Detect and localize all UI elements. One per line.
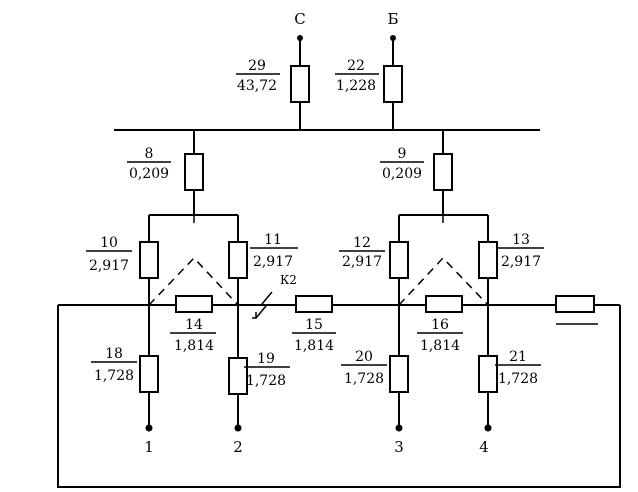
label-9: 9 0,209 xyxy=(380,146,424,182)
label-29: 29 43,72 xyxy=(236,58,280,94)
outer-loop xyxy=(57,305,621,488)
resistor-22 xyxy=(383,65,403,103)
svg-text:1,728: 1,728 xyxy=(246,373,286,389)
svg-text:13: 13 xyxy=(512,232,530,248)
svg-text:1,814: 1,814 xyxy=(294,338,334,354)
svg-text:11: 11 xyxy=(264,232,282,248)
label-22: 22 1,228 xyxy=(335,58,379,94)
label-12: 12 2,917 xyxy=(339,235,385,270)
svg-text:18: 18 xyxy=(105,346,123,362)
node-3-terminal xyxy=(395,424,403,432)
label-18: 18 1,728 xyxy=(91,346,137,384)
svg-text:1,814: 1,814 xyxy=(420,338,460,354)
svg-text:16: 16 xyxy=(431,317,449,333)
resistor-8 xyxy=(184,153,204,191)
label-11: 11 2,917 xyxy=(250,232,298,270)
resistor-15 xyxy=(295,295,333,313)
label-19: 19 1,728 xyxy=(244,351,290,389)
svg-text:12: 12 xyxy=(353,235,371,251)
label-13: 13 2,917 xyxy=(498,232,544,270)
svg-text:0,209: 0,209 xyxy=(382,166,422,182)
label-15: 15 1,814 xyxy=(292,317,336,354)
svg-text:20: 20 xyxy=(355,349,373,365)
resistor-11 xyxy=(228,241,248,279)
label-14: 14 1,814 xyxy=(170,317,216,354)
resistor-13 xyxy=(478,241,498,279)
svg-text:21: 21 xyxy=(509,349,527,365)
resistor-19 xyxy=(228,357,248,395)
node-4-label: 4 xyxy=(479,438,489,456)
svg-text:22: 22 xyxy=(347,58,365,74)
fault-k2-arrowhead xyxy=(252,312,257,319)
left-triangle-dash xyxy=(148,256,239,306)
node-2-terminal xyxy=(234,424,242,432)
svg-text:2,917: 2,917 xyxy=(89,258,129,274)
resistor-16 xyxy=(425,295,463,313)
svg-text:8: 8 xyxy=(145,146,154,162)
resistor-14 xyxy=(175,295,213,313)
svg-text:1,728: 1,728 xyxy=(94,368,134,384)
svg-text:19: 19 xyxy=(257,351,275,367)
resistor-12 xyxy=(389,241,409,279)
source-c-label: С xyxy=(294,10,305,28)
node-1-terminal xyxy=(145,424,153,432)
label-16: 16 1,814 xyxy=(417,317,463,354)
svg-text:1,814: 1,814 xyxy=(174,338,214,354)
label-20: 20 1,728 xyxy=(341,349,387,387)
node-3-label: 3 xyxy=(394,438,404,456)
resistor-10 xyxy=(139,241,159,279)
node-4-terminal xyxy=(484,424,492,432)
svg-text:2,917: 2,917 xyxy=(342,254,382,270)
resistor-20 xyxy=(389,355,409,393)
fault-k2-arrow xyxy=(255,291,273,319)
label-10: 10 2,917 xyxy=(86,235,132,274)
svg-text:2,917: 2,917 xyxy=(253,254,293,270)
label-8: 8 0,209 xyxy=(127,146,171,182)
svg-text:14: 14 xyxy=(185,317,203,333)
svg-text:29: 29 xyxy=(248,58,266,74)
svg-text:15: 15 xyxy=(305,317,323,333)
svg-text:0,209: 0,209 xyxy=(129,166,169,182)
right-triangle-dash xyxy=(398,256,489,306)
svg-text:9: 9 xyxy=(398,146,407,162)
svg-text:10: 10 xyxy=(100,235,118,251)
svg-text:43,72: 43,72 xyxy=(237,78,277,94)
fault-k2-label: К2 xyxy=(280,273,297,287)
svg-text:1,228: 1,228 xyxy=(336,78,376,94)
node-1-label: 1 xyxy=(144,438,154,456)
svg-text:1,728: 1,728 xyxy=(344,371,384,387)
resistor-9 xyxy=(433,153,453,191)
label-21: 21 1,728 xyxy=(495,349,541,387)
svg-text:2,917: 2,917 xyxy=(501,254,541,270)
source-b-label: Б xyxy=(387,10,398,28)
resistor-18 xyxy=(139,355,159,393)
svg-text:1,728: 1,728 xyxy=(498,371,538,387)
resistor-right-unlabeled xyxy=(555,295,595,313)
node-2-label: 2 xyxy=(233,438,243,456)
resistor-29 xyxy=(290,65,310,103)
resistor-21 xyxy=(478,355,498,393)
